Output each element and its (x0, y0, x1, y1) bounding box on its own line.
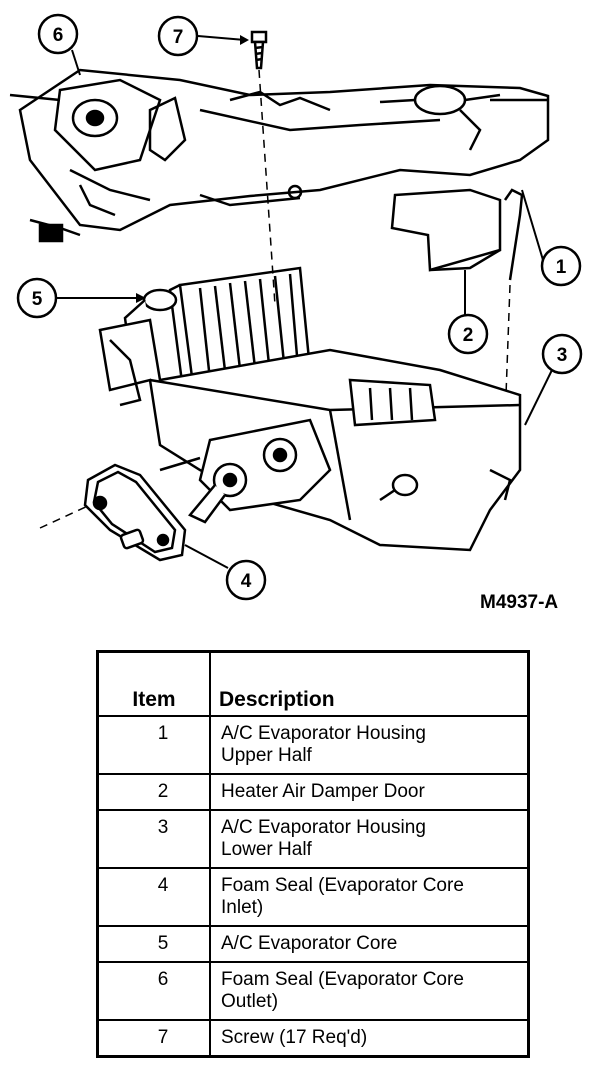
leader-arrowheads (136, 35, 249, 303)
callout-7: 7 (157, 15, 199, 57)
table-row: 7 Screw (17 Req'd) (96, 1019, 530, 1058)
item-description: Foam Seal (Evaporator Core Inlet) (209, 867, 530, 927)
table-row: 1 A/C Evaporator Housing Upper Half (96, 715, 530, 775)
callout-1: 1 (540, 245, 582, 287)
evaporator-housing-upper-half (9, 68, 550, 243)
table-header-row: Item Description (96, 650, 530, 717)
item-number: 6 (96, 961, 211, 1021)
exploded-diagram: 6 7 1 5 2 3 4 (9, 13, 583, 601)
column-header-description: Description (209, 650, 530, 717)
table-row: 3 A/C Evaporator Housing Lower Half (96, 809, 530, 869)
table-row: 5 A/C Evaporator Core (96, 925, 530, 963)
table-row: 6 Foam Seal (Evaporator Core Outlet) (96, 961, 530, 1021)
item-number: 4 (96, 867, 211, 927)
alignment-lines (39, 69, 511, 529)
item-number: 5 (96, 925, 211, 963)
item-number: 7 (96, 1019, 211, 1058)
screw (250, 30, 268, 70)
item-description: A/C Evaporator Housing Lower Half (209, 809, 530, 869)
item-description: Foam Seal (Evaporator Core Outlet) (209, 961, 530, 1021)
callout-3-label: 3 (557, 345, 568, 366)
column-header-item: Item (96, 650, 211, 717)
callout-2-label: 2 (463, 325, 474, 346)
callout-5-label: 5 (32, 289, 43, 310)
evaporator-housing-lower-half (98, 318, 522, 552)
callout-1-label: 1 (556, 257, 567, 278)
item-description: Screw (17 Req'd) (209, 1019, 530, 1058)
callout-4-label: 4 (241, 571, 252, 592)
parts-table: Item Description 1 A/C Evaporator Housin… (96, 650, 530, 1058)
callout-4: 4 (225, 559, 267, 601)
callout-6: 6 (37, 13, 79, 55)
leader-lines (56, 35, 553, 569)
callout-7-label: 7 (173, 27, 184, 48)
heater-air-damper-door (390, 188, 524, 281)
item-number: 3 (96, 809, 211, 869)
item-description: Heater Air Damper Door (209, 773, 530, 811)
callout-3: 3 (541, 333, 583, 375)
callout-5: 5 (16, 277, 58, 319)
figure-id: M4937-A (480, 592, 559, 613)
item-description: A/C Evaporator Housing Upper Half (209, 715, 530, 775)
foam-seal-inlet (83, 463, 187, 562)
item-description: A/C Evaporator Core (209, 925, 530, 963)
item-number: 2 (96, 773, 211, 811)
table-row: 2 Heater Air Damper Door (96, 773, 530, 811)
callout-6-label: 6 (53, 25, 64, 46)
item-number: 1 (96, 715, 211, 775)
table-row: 4 Foam Seal (Evaporator Core Inlet) (96, 867, 530, 927)
callout-2: 2 (447, 313, 489, 355)
